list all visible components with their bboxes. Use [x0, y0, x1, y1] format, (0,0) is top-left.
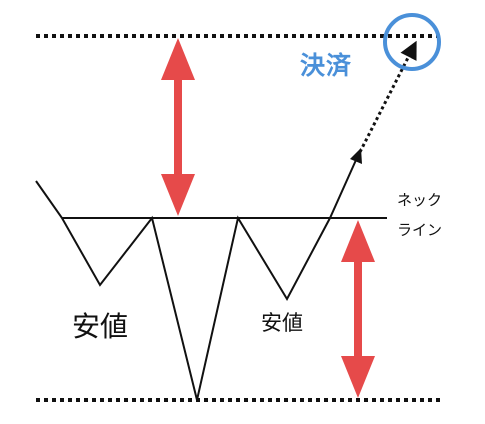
lower-height-double-arrow — [341, 220, 375, 398]
settlement-circle — [383, 13, 441, 71]
low-label-right: 安値 — [261, 311, 303, 335]
settlement-label: 決済 — [300, 51, 353, 80]
upper-height-double-arrow — [161, 38, 195, 216]
price-path — [35, 159, 357, 401]
price-path-arrowhead — [350, 148, 362, 164]
low-label-left: 安値 — [72, 310, 129, 343]
projection-dotted-arrow — [358, 40, 417, 153]
neckline-label-line1: ネック — [397, 191, 443, 209]
neckline-label-line2: ライン — [397, 221, 443, 239]
